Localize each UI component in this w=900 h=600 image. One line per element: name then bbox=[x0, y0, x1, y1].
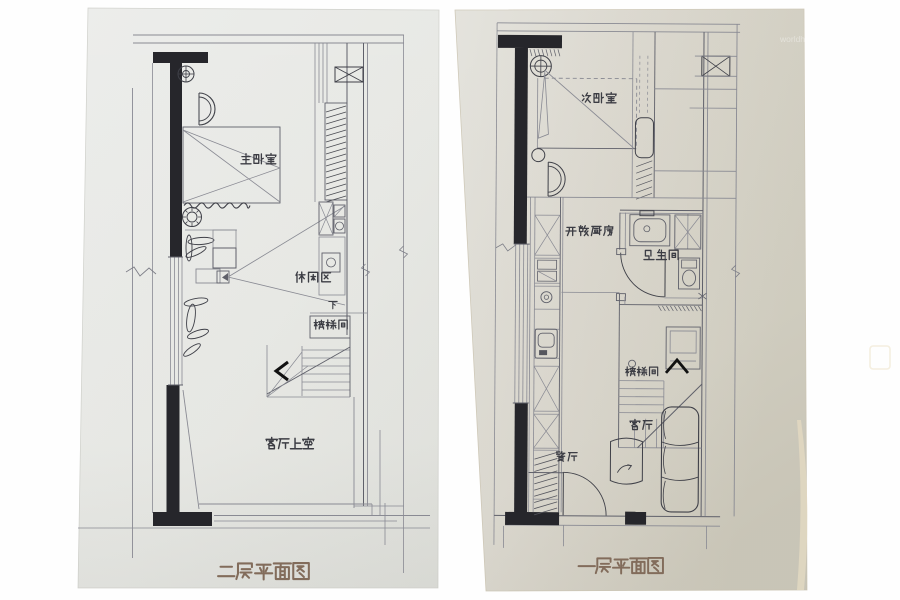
svg-text:worldhn: worldhn bbox=[779, 34, 810, 44]
